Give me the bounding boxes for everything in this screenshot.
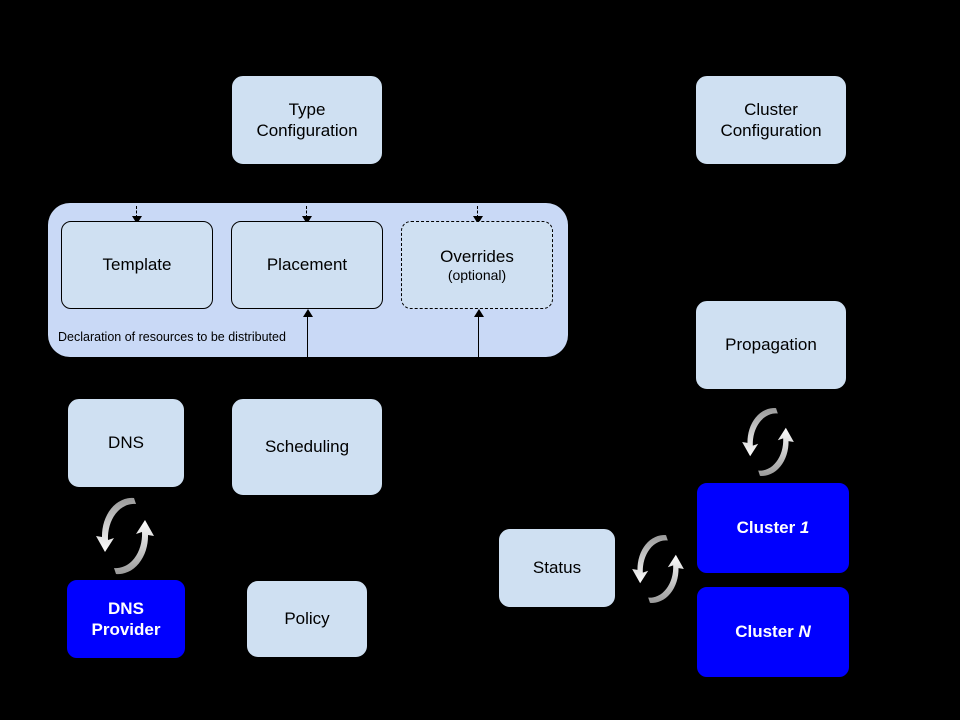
node-template-label: Template [102, 255, 172, 275]
connector-into-template [136, 206, 137, 218]
node-dns[interactable]: DNS [67, 398, 185, 488]
node-scheduling[interactable]: Scheduling [231, 398, 383, 496]
node-status[interactable]: Status [498, 528, 616, 608]
connector-policy-to-overrides [478, 316, 479, 357]
arrowhead-into-overrides [473, 216, 483, 224]
arrowhead-into-overrides-bottom [474, 309, 484, 317]
node-dns-provider-label: DNS Provider [92, 598, 161, 641]
type-configuration-line1: Type [288, 99, 326, 119]
node-status-label: Status [532, 558, 582, 578]
type-configuration-line2: Configuration [256, 121, 358, 140]
connector-into-placement [306, 206, 307, 218]
sync-arrows-icon-dns [96, 497, 154, 575]
node-dns-label: DNS [108, 433, 144, 453]
node-cluster-configuration-label: Cluster Configuration [720, 99, 821, 142]
cluster-configuration-line1: Cluster [744, 99, 798, 119]
node-cluster-configuration[interactable]: Cluster Configuration [695, 75, 847, 165]
node-propagation[interactable]: Propagation [695, 300, 847, 390]
node-policy-label: Policy [284, 609, 330, 629]
node-overrides-title: Overrides [440, 246, 514, 266]
sync-arrows-icon-propagation [742, 408, 794, 476]
node-scheduling-label: Scheduling [264, 437, 350, 457]
cluster-1-suffix: 1 [799, 518, 810, 538]
node-placement[interactable]: Placement [231, 221, 383, 309]
cluster-n-prefix: Cluster [735, 622, 799, 642]
dns-provider-line2: Provider [91, 620, 161, 639]
dns-provider-line1: DNS [108, 598, 144, 618]
node-placement-label: Placement [266, 255, 348, 275]
node-cluster-n[interactable]: Cluster N [697, 587, 849, 677]
connector-into-overrides [477, 206, 478, 218]
arrowhead-into-placement [302, 216, 312, 224]
node-propagation-label: Propagation [725, 335, 817, 355]
cluster-configuration-line2: Configuration [720, 121, 822, 140]
sync-arrows-icon-status [632, 535, 684, 603]
node-dns-provider[interactable]: DNS Provider [67, 580, 185, 658]
cluster-n-suffix: N [798, 622, 811, 642]
node-type-configuration-label: Type Configuration [256, 99, 357, 142]
node-overrides[interactable]: Overrides (optional) [401, 221, 553, 309]
arrowhead-into-placement-bottom [303, 309, 313, 317]
node-cluster-n-label: Cluster N [735, 621, 811, 642]
node-policy[interactable]: Policy [246, 580, 368, 658]
node-type-configuration[interactable]: Type Configuration [231, 75, 383, 165]
node-cluster-1-label: Cluster 1 [737, 517, 810, 538]
cluster-1-prefix: Cluster [736, 518, 800, 538]
connector-scheduling-to-placement [307, 316, 308, 357]
node-overrides-sublabel: (optional) [447, 266, 507, 283]
arrowhead-into-template [132, 216, 142, 224]
group-caption: Declaration of resources to be distribut… [58, 330, 286, 344]
node-template[interactable]: Template [61, 221, 213, 309]
node-cluster-1[interactable]: Cluster 1 [697, 483, 849, 573]
node-overrides-label: Overrides (optional) [440, 246, 514, 285]
